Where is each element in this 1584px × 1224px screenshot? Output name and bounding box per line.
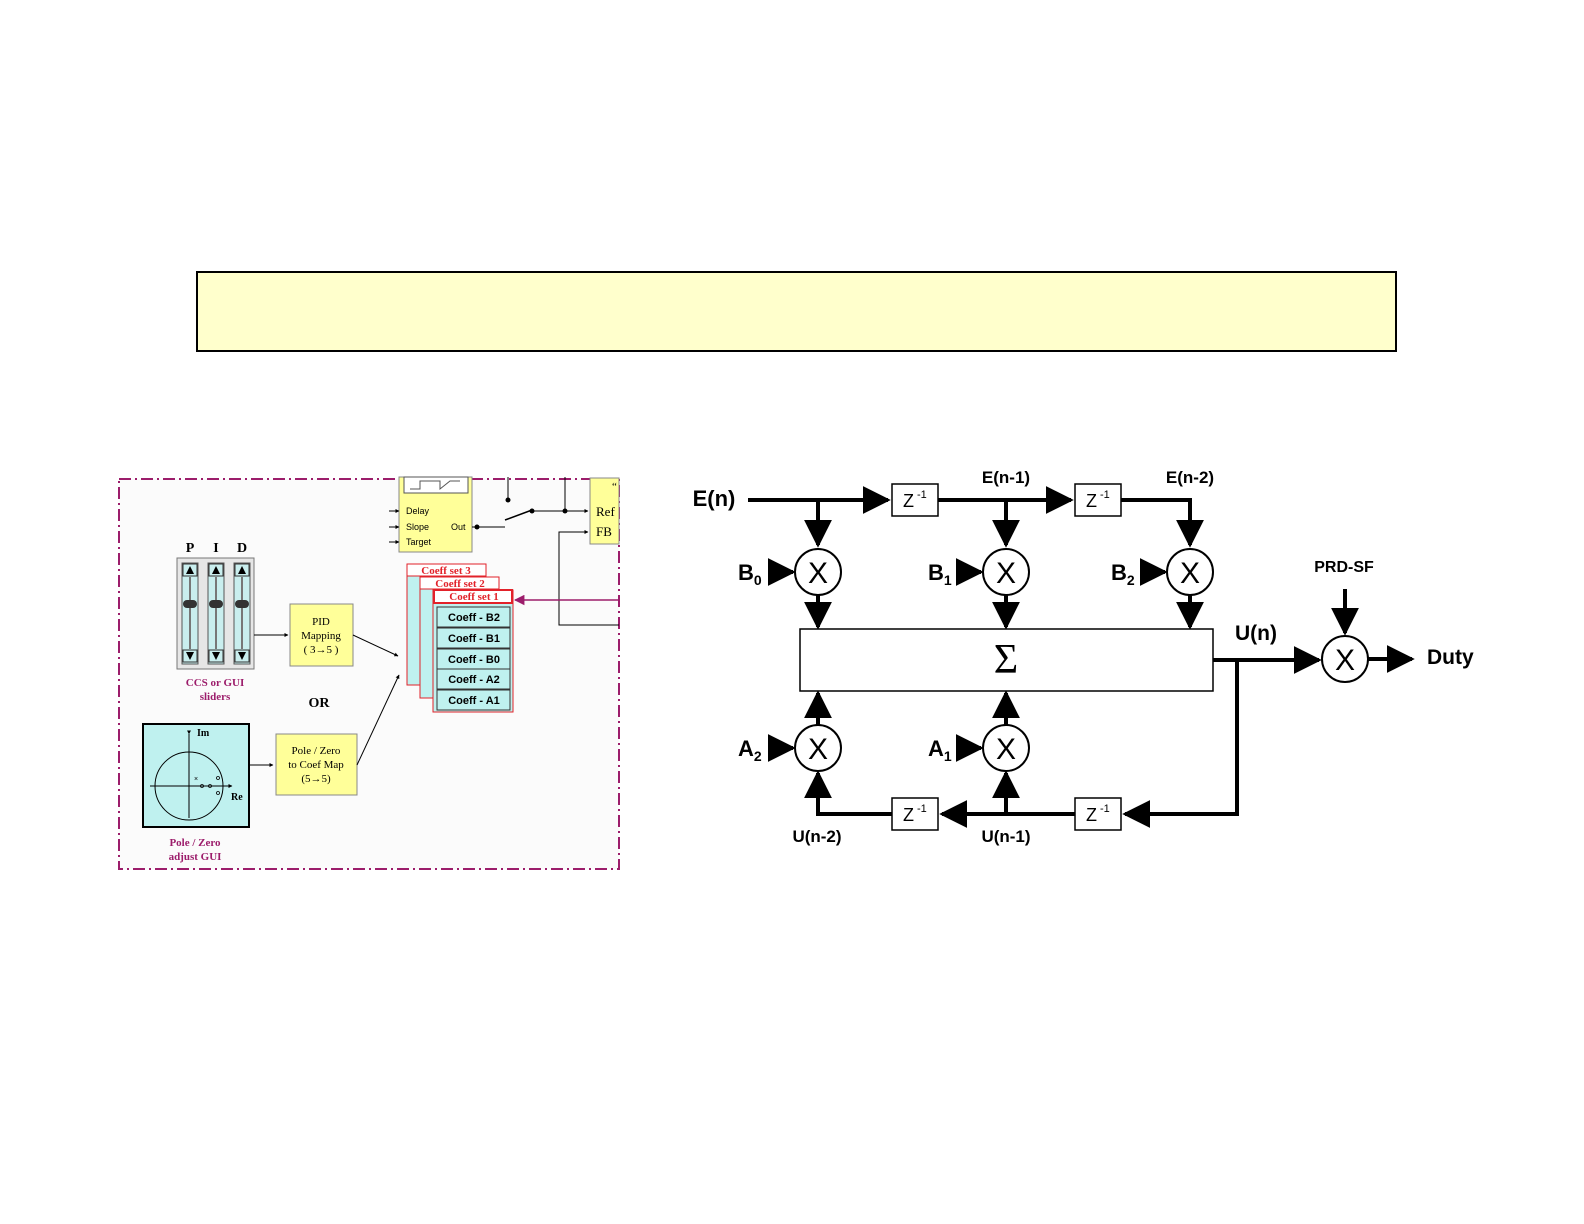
title-banner (196, 271, 1397, 352)
axis-re: Re (231, 792, 243, 803)
delay-exponent: -1 (917, 803, 927, 815)
mult-x: X (808, 733, 828, 766)
ramp-input-target: Target (406, 537, 432, 547)
delay-exponent: -1 (1100, 489, 1110, 501)
output-label-duty: Duty (1427, 646, 1474, 669)
pid-mapping-line2: Mapping (301, 630, 341, 642)
sigma-symbol: Σ (994, 637, 1018, 683)
mult-x: X (1180, 557, 1200, 590)
coef-label-a1: A1 (928, 736, 952, 764)
coeff-set-2-title: Coeff set 2 (435, 578, 485, 590)
pid-label-i: I (213, 541, 218, 556)
pz-map-line1: Pole / Zero (292, 745, 341, 757)
coeff-row-b2[interactable]: Coeff - B2 (448, 612, 500, 624)
zero-marker[interactable] (216, 776, 220, 780)
mult-x: X (996, 733, 1016, 766)
slider-thumb[interactable] (183, 600, 197, 608)
controller-block (589, 477, 620, 545)
coeff-row-b0[interactable]: Coeff - B0 (448, 654, 500, 666)
down-arrow-icon[interactable] (186, 652, 194, 660)
delay-block-bottom-2 (1074, 797, 1122, 831)
label-en1: E(n-1) (982, 468, 1030, 487)
pz-map-line3: (5→5) (301, 773, 331, 785)
slider-thumb[interactable] (235, 600, 249, 608)
zero-marker[interactable] (200, 784, 204, 788)
up-arrow-icon[interactable] (212, 566, 220, 574)
coef-label-b0: B0 (738, 560, 762, 588)
label-en2: E(n-2) (1166, 468, 1214, 487)
control-panel: P I D (118, 476, 620, 870)
delay-label: Z (1086, 805, 1097, 825)
label-un: U(n) (1235, 622, 1277, 645)
pole-marker[interactable]: × (194, 776, 198, 783)
pole-zero-plot[interactable] (142, 723, 250, 828)
up-arrow-icon[interactable] (238, 566, 246, 574)
pid-label-d: D (237, 541, 247, 556)
pid-mapping-box (289, 603, 354, 667)
input-label-en: E(n) (693, 486, 736, 511)
label-un1: U(n-1) (981, 827, 1030, 846)
label-prd-sf: PRD-SF (1314, 559, 1374, 576)
coeff-set-1[interactable]: Coeff set 1 Coeff - B2 Coeff - B1 Coeff … (432, 589, 514, 713)
fb-label: FB (596, 524, 612, 539)
coeff-set-1-title: Coeff set 1 (449, 591, 498, 603)
down-arrow-icon[interactable] (212, 652, 220, 660)
pid-mapping-line3: ( 3→5 ) (304, 644, 339, 656)
coeff-set-3-title: Coeff set 3 (421, 565, 471, 577)
filter-diagram: Z -1 Z -1 E(n) E(n-1) E(n-2) X X X B0 B1… (693, 468, 1474, 846)
delay-label: Z (903, 491, 914, 511)
slider-thumb[interactable] (209, 600, 223, 608)
delay-block-bottom-1 (891, 797, 939, 831)
switch-lever[interactable] (504, 509, 533, 521)
sliders-caption-line2: sliders (200, 691, 231, 703)
delay-exponent: -1 (1100, 803, 1110, 815)
coef-label-b1: B1 (928, 560, 952, 588)
slider-d[interactable] (233, 562, 251, 665)
delay-exponent: -1 (917, 489, 927, 501)
delay-label: Z (1086, 491, 1097, 511)
pz-map-line2: to Coef Map (288, 759, 344, 771)
ref-label: Ref (596, 504, 615, 519)
quote-mark: “ (612, 481, 617, 493)
mult-x: X (808, 557, 828, 590)
slider-i[interactable] (207, 562, 225, 665)
up-arrow-icon[interactable] (186, 566, 194, 574)
mult-x: X (1335, 644, 1355, 677)
coeff-row-b1[interactable]: Coeff - B1 (448, 633, 500, 645)
slider-p[interactable] (181, 562, 199, 665)
pz-caption-line2: adjust GUI (169, 851, 222, 863)
axis-im: Im (197, 728, 210, 739)
pz-map-box (275, 733, 358, 796)
pz-caption-line1: Pole / Zero (169, 837, 221, 849)
sliders-caption-line1: CCS or GUI (186, 677, 244, 689)
delay-label: Z (903, 805, 914, 825)
ramp-input-slope: Slope (406, 522, 429, 532)
zero-marker[interactable] (216, 791, 220, 795)
ramp-waveform (403, 476, 469, 494)
delay-block-top-2 (1074, 483, 1122, 517)
coef-label-b2: B2 (1111, 560, 1135, 588)
coeff-row-a1[interactable]: Coeff - A1 (448, 695, 500, 707)
label-un2: U(n-2) (792, 827, 841, 846)
pid-mapping-line1: PID (312, 616, 330, 628)
or-label: OR (309, 696, 331, 711)
delay-block-top-1 (891, 483, 939, 517)
coef-label-a2: A2 (738, 736, 762, 764)
pid-label-p: P (186, 541, 195, 556)
down-arrow-icon[interactable] (238, 652, 246, 660)
ramp-input-delay: Delay (406, 506, 430, 516)
zero-marker[interactable] (208, 784, 212, 788)
mult-x: X (996, 557, 1016, 590)
coeff-row-a2[interactable]: Coeff - A2 (448, 674, 500, 686)
ramp-output-label: Out (451, 522, 466, 532)
